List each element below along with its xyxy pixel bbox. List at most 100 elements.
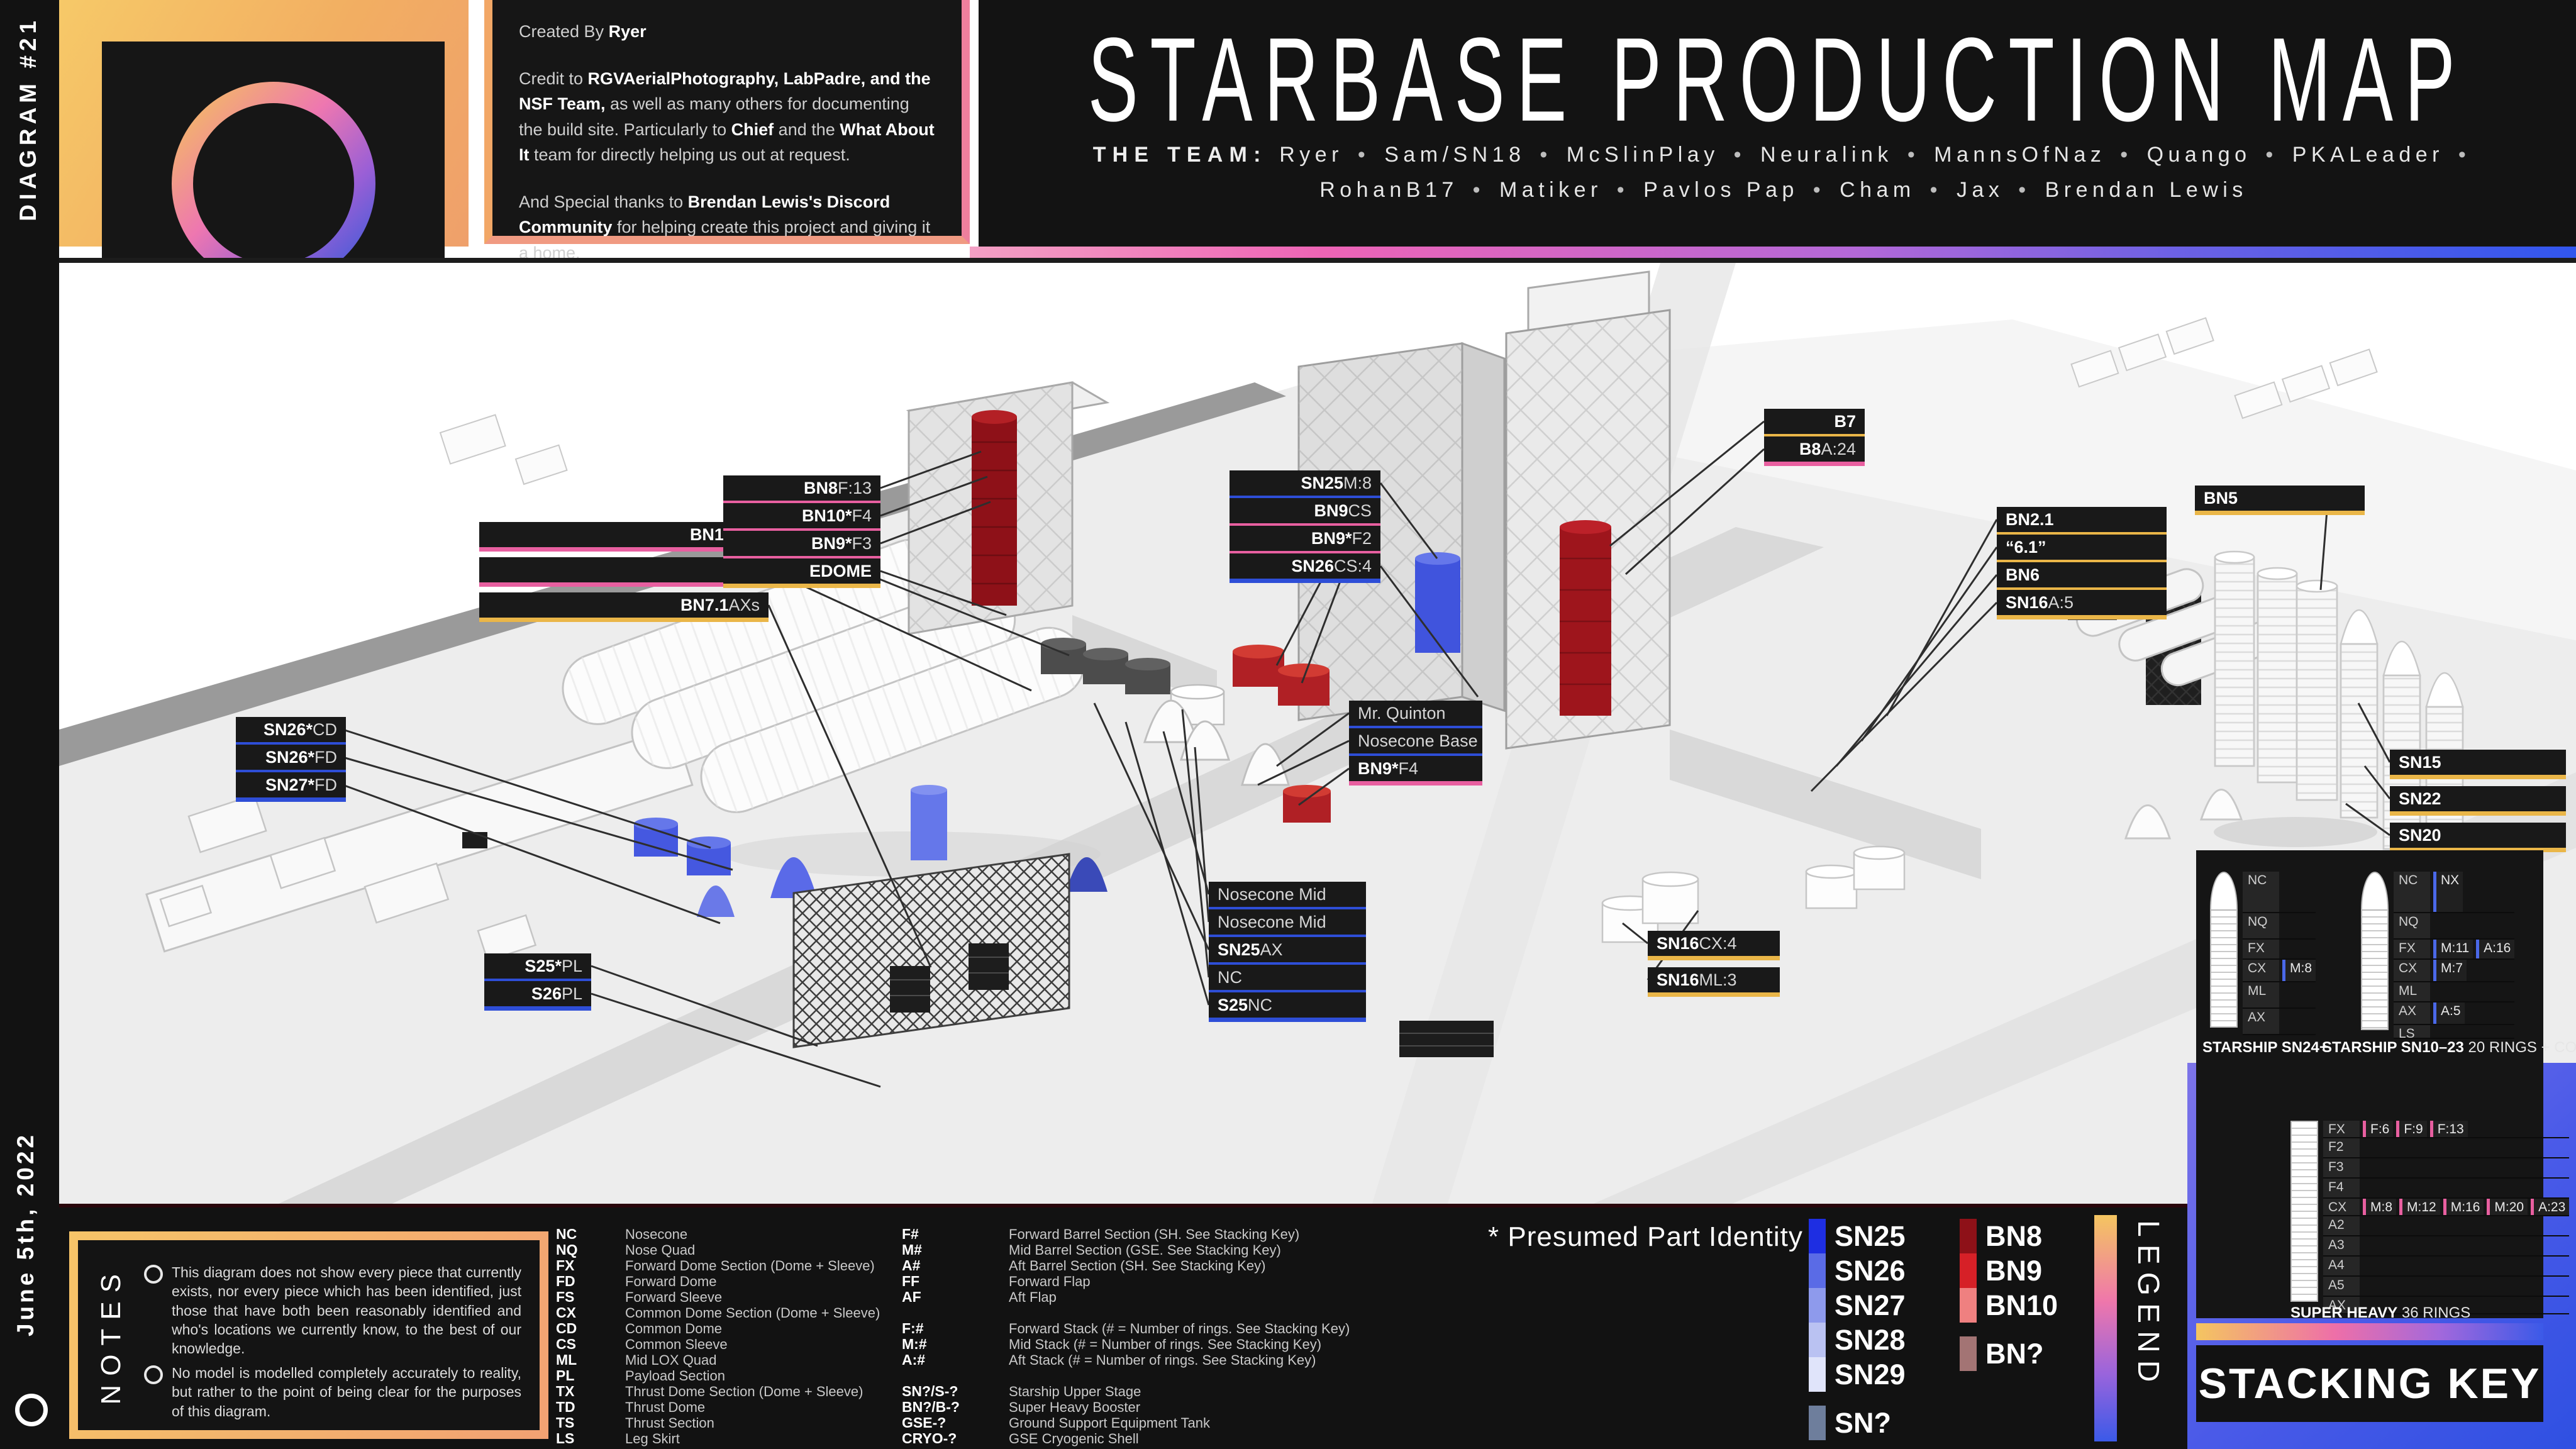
- team-member: Quango: [2146, 143, 2251, 167]
- team-member: Pavlos Pap: [1643, 178, 1799, 203]
- stacking-row: NC: [2243, 872, 2316, 913]
- abbrev-row: F:#Forward Stack (# = Number of rings. S…: [902, 1320, 1350, 1336]
- legend-item-unknown: SN?: [1809, 1406, 1906, 1440]
- stacking-row: ML: [2243, 982, 2316, 1009]
- header: STARBASE PRODUCTION MAP THE TEAM: Ryer •…: [979, 0, 2576, 247]
- stacking-marker: M:20: [2487, 1199, 2528, 1215]
- credits-paragraph: Created By Ryer: [519, 22, 647, 41]
- legend-item: BN8: [1960, 1219, 2058, 1253]
- stacking-key-gradient-bar: [2196, 1323, 2543, 1340]
- stacking-caption: STARSHIP SN10–23 20 RINGS + CONE: [2322, 1039, 2576, 1056]
- stacking-row: AX: [2323, 1297, 2570, 1314]
- rocket-silhouette: [2290, 1121, 2318, 1302]
- stacking-row: AX: [2243, 1009, 2316, 1035]
- rocket-silhouette: [2210, 872, 2238, 1028]
- ship-blue-stack: [1415, 558, 1460, 653]
- team-member: Matiker: [1499, 178, 1602, 203]
- abbrev-row: A:#Aft Stack (# = Number of rings. See S…: [902, 1352, 1316, 1368]
- site-map: [59, 263, 2576, 1208]
- team-list: THE TEAM: Ryer • Sam/SN18 • McSlinPlay •…: [1092, 143, 2471, 203]
- stacking-marker: M:8: [2363, 1199, 2397, 1215]
- stacking-row: A3: [2323, 1236, 2570, 1257]
- legend-item-unknown: BN?: [1960, 1336, 2058, 1371]
- abbrev-row: A#Aft Barrel Section (SH. See Stacking K…: [902, 1257, 1266, 1274]
- abbrev-row: M:#Mid Stack (# = Number of rings. See S…: [902, 1336, 1322, 1352]
- stacking-marker: M:11: [2433, 940, 2473, 958]
- container-yard: [439, 317, 2378, 486]
- leader-lines: [342, 420, 2391, 1088]
- stacking-key-title: STACKING KEY: [2198, 1360, 2541, 1407]
- stacking-row: NQ: [2243, 913, 2316, 940]
- stacking-marker: A:16: [2476, 940, 2515, 958]
- stacking-row: A4: [2323, 1257, 2570, 1277]
- header-gradient-bar: [970, 247, 2576, 259]
- stacking-marker: M:16: [2443, 1199, 2484, 1215]
- high-bay-towers: [1297, 270, 1671, 750]
- credits-paragraph: Credit to RGVAerialPhotography, LabPadre…: [519, 69, 935, 165]
- low-bay-buildings: [145, 726, 694, 962]
- notes-box: NOTES This diagram does not show every p…: [69, 1231, 548, 1439]
- abbrev-row: SN?/S-?Starship Upper Stage: [902, 1383, 1141, 1399]
- stacking-marker: M:12: [2399, 1199, 2440, 1215]
- legend-item: SN26: [1809, 1253, 1906, 1288]
- legend-strip: LEGEND: [2094, 1208, 2195, 1449]
- site-map-render: [59, 263, 2576, 1208]
- stacking-row: A2: [2323, 1216, 2570, 1236]
- notes-heading: NOTES: [96, 1265, 126, 1405]
- team-member: Neuralink: [1760, 143, 1893, 167]
- legend-gradient-bar: [2094, 1215, 2117, 1441]
- abbreviation-key-column2: F#Forward Barrel Section (SH. See Stacki…: [902, 1226, 1350, 1446]
- stacking-caption: STARSHIP SN24+: [2202, 1039, 2328, 1056]
- stacking-row: NQ: [2394, 913, 2515, 940]
- white-cylinders: [1601, 845, 1906, 943]
- abbrev-row: M#Mid Barrel Section (GSE. See Stacking …: [902, 1241, 1281, 1258]
- legend-item: BN10: [1960, 1288, 2058, 1323]
- left-sidebar: DIAGRAM #21 June 5th, 2022: [0, 0, 59, 1449]
- team-member: PKALeader: [2292, 143, 2444, 167]
- divider: [59, 258, 2576, 263]
- legend-item: SN25: [1809, 1219, 1906, 1253]
- note-item: No model is modelled completely accurate…: [144, 1363, 521, 1421]
- abbrev-row: GSE-?Ground Support Equipment Tank: [902, 1414, 1211, 1431]
- legend-item: SN29: [1809, 1357, 1906, 1392]
- stacking-marker: NX: [2433, 872, 2463, 912]
- page-title: STARBASE PRODUCTION MAP: [1087, 13, 2467, 147]
- team-member: Ryer: [1279, 143, 1343, 167]
- abbrev-row: CRYO-?GSE Cryogenic Shell: [902, 1430, 1139, 1446]
- booster-red-stack: [972, 417, 1017, 606]
- stacking-marker: M:7: [2433, 960, 2467, 981]
- footer: NOTES This diagram does not show every p…: [59, 1208, 2576, 1449]
- stacking-row: A5: [2323, 1277, 2570, 1297]
- note-item: This diagram does not show every piece t…: [144, 1263, 521, 1358]
- legend-item: BN9: [1960, 1253, 2058, 1288]
- rocket-silhouette: [2361, 872, 2389, 1030]
- legend-title: LEGEND: [2131, 1220, 2165, 1390]
- abbrev-row: F#Forward Barrel Section (SH. See Stacki…: [902, 1226, 1300, 1242]
- stacking-marker: F:9: [2396, 1121, 2427, 1137]
